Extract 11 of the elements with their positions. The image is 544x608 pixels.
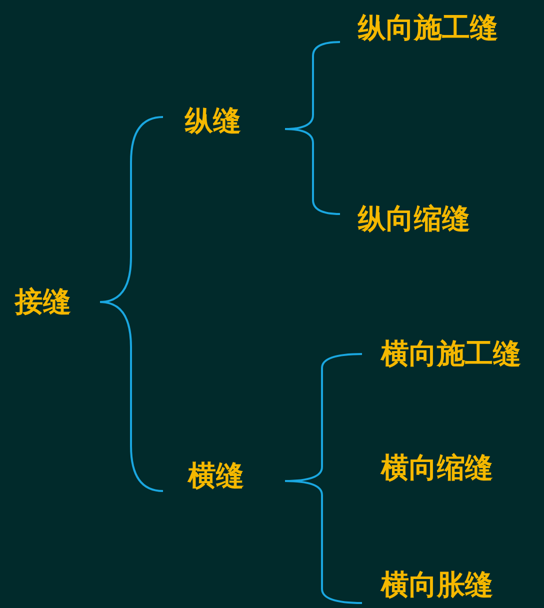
node-label: 横向施工缝 bbox=[381, 340, 521, 368]
node-label: 纵缝 bbox=[185, 107, 241, 135]
brace-line bbox=[284, 128, 340, 215]
node-label: 横向缩缝 bbox=[381, 454, 493, 482]
node-label: 接缝 bbox=[15, 288, 71, 316]
brace-line bbox=[100, 301, 164, 492]
node-label: 纵向缩缝 bbox=[358, 205, 470, 233]
node-label: 横缝 bbox=[188, 462, 244, 490]
node-label: 纵向施工缝 bbox=[358, 14, 498, 42]
brace-line bbox=[284, 480, 362, 604]
node-label: 横向胀缝 bbox=[381, 571, 493, 599]
